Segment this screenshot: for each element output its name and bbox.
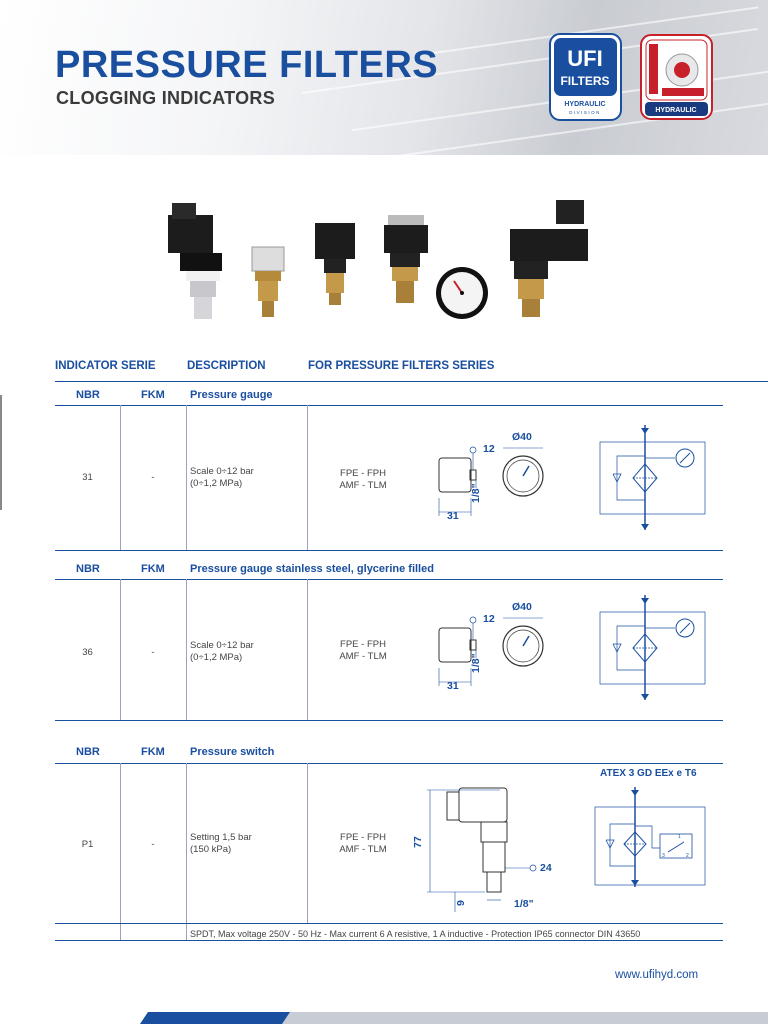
indicator-code: P1 [81,839,94,850]
dimension-thread: 1/8" [470,483,482,503]
series-line-1: FPE - FPH [340,639,386,650]
svg-text:1: 1 [678,834,681,840]
fkm-label: FKM [141,563,165,575]
page-title: PRESSURE FILTERS [55,44,439,86]
fkm-label: FKM [141,389,165,401]
nbr-label: NBR [76,746,100,758]
svg-text:UFI: UFI [567,46,602,71]
ufi-filters-logo: UFI FILTERS HYDRAULIC DIVISION [549,33,622,121]
section-title: Pressure switch [190,746,275,758]
dimension-hex: 24 [540,862,552,874]
edge-mark [0,395,2,510]
section-title: Pressure gauge stainless steel, glycerin… [190,563,434,575]
gauge-dimension-drawing [438,616,544,686]
dimension-base: 9 [455,900,467,906]
nbr-label: NBR [76,389,100,401]
header-divider [55,381,768,382]
description-line-1: Setting 1,5 bar [190,832,252,843]
sofima-filters-logo: HYDRAULIC [640,34,713,120]
indicator-code: 36 [82,647,93,658]
svg-text:2: 2 [686,853,689,859]
description-line-2: (0÷1,2 MPa) [190,652,243,663]
note-divider [55,923,723,924]
description-line-2: (150 kPa) [190,844,232,855]
page-subtitle: CLOGGING INDICATORS [56,88,276,108]
pressure-switch-photo-3 [384,215,428,303]
hydraulic-symbol [599,595,706,700]
pressure-switch-photo-1 [168,203,222,319]
table-column-header: INDICATOR SERIE DESCRIPTION FOR PRESSURE… [0,360,768,378]
section-title-row: NBR FKM Pressure gauge stainless steel, … [0,563,768,579]
section-title-row: NBR FKM Pressure switch [0,746,768,762]
svg-text:DIVISION: DIVISION [569,110,601,115]
col-indicator-serie: INDICATOR SERIE [55,360,156,372]
series-line-1: FPE - FPH [340,468,386,479]
description-line-2: (0÷1,2 MPa) [190,478,243,489]
svg-text:FILTERS: FILTERS [560,74,609,88]
gauge-dimension-drawing [438,446,544,516]
svg-text:3: 3 [662,853,665,859]
fkm-value: - [151,647,155,658]
dimension-diameter: Ø40 [512,601,532,613]
dimension-width: 31 [447,510,459,522]
col-for-series: FOR PRESSURE FILTERS SERIES [308,360,495,372]
dimension-thread: 1/8" [514,898,534,910]
dimension-thread: 1/8" [470,653,482,673]
svg-text:HYDRAULIC: HYDRAULIC [564,101,605,108]
description-line-1: Scale 0÷12 bar [190,640,254,651]
series-line-2: AMF - TLM [339,480,387,491]
pressure-switch-photo-2 [315,223,355,305]
pressure-gauge-photo [436,267,488,319]
description-line-1: Scale 0÷12 bar [190,466,254,477]
footer-website-link[interactable]: www.ufihyd.com [615,969,699,981]
dimension-hex: 12 [483,443,495,455]
product-photos [168,200,588,319]
atex-label: ATEX 3 GD EEx e T6 [600,768,697,779]
row-bottom-border [55,940,723,941]
visual-indicator-photo [251,246,285,317]
fkm-label: FKM [141,746,165,758]
section-title-row: NBR FKM Pressure gauge [0,389,768,405]
dimension-diameter: Ø40 [512,431,532,443]
series-line-2: AMF - TLM [339,844,387,855]
switch-spec-note: SPDT, Max voltage 250V - 50 Hz - Max cur… [190,929,641,939]
dimension-width: 31 [447,680,459,692]
indicator-code: 31 [82,472,93,483]
dimension-height: 77 [412,836,424,848]
section-title: Pressure gauge [190,389,273,401]
row-top-border [55,579,723,580]
hydraulic-symbol [599,425,706,530]
fkm-value: - [151,839,155,850]
footer-bar [140,1012,768,1024]
col-description: DESCRIPTION [187,360,266,372]
pressure-switch-photo-4 [510,200,588,317]
series-line-2: AMF - TLM [339,651,387,662]
row-top-border [55,405,723,406]
dimension-hex: 12 [483,613,495,625]
fkm-value: - [151,472,155,483]
row-bottom-border [55,720,723,721]
series-line-1: FPE - FPH [340,832,386,843]
switch-dimension-drawing [427,787,537,912]
svg-text:HYDRAULIC: HYDRAULIC [655,107,696,114]
nbr-label: NBR [76,563,100,575]
hydraulic-symbol: 1 2 3 [594,787,706,887]
row-bottom-border [55,550,723,551]
row-top-border [55,763,723,764]
